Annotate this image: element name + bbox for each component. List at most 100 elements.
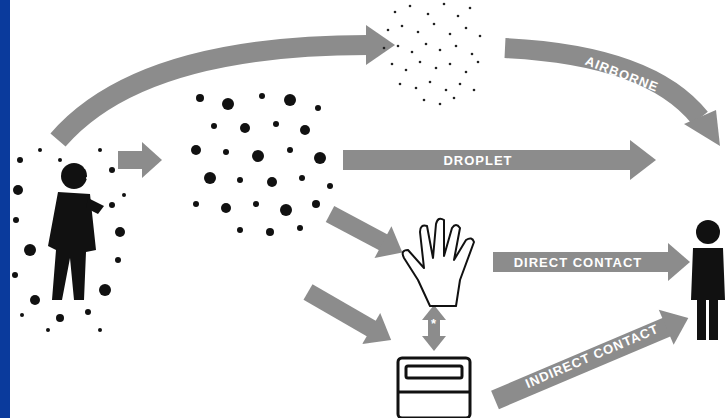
droplet-dots-part: [237, 177, 243, 183]
sick-person-part: [86, 198, 104, 214]
cough-dots-part: [115, 257, 121, 263]
droplet-dots-part: [222, 98, 234, 110]
aerosol-dots-part: [471, 53, 474, 56]
aerosol-dots-part: [419, 61, 422, 64]
panel-fill: [10, 0, 725, 418]
droplet-dots-part: [237, 227, 243, 233]
aerosol-dots-part: [387, 29, 390, 32]
cough-dots-part: [13, 185, 23, 195]
cough-dots-part: [58, 158, 62, 162]
aerosol-dots-part: [405, 69, 408, 72]
droplet-dots-part: [312, 200, 320, 208]
arrow-head: [668, 243, 690, 281]
hand-arrow-part: [375, 226, 411, 268]
aerosol-dots-part: [433, 23, 436, 26]
receiving-person: [691, 220, 725, 340]
droplet-dots: [191, 93, 333, 236]
aerosol-dots-part: [439, 49, 442, 52]
cough-dots-part: [122, 193, 126, 197]
bed-icon: [398, 358, 470, 418]
aerosol-dots-part: [457, 15, 460, 18]
droplet-dots-part: [284, 94, 296, 106]
sick-person-part: [84, 164, 96, 178]
aerosol-dots-part: [469, 7, 472, 10]
arrow-head: [366, 25, 395, 65]
droplet-dots-part: [280, 204, 292, 216]
droplet-dots-part: [240, 123, 250, 133]
cough-dots-part: [46, 328, 50, 332]
cough-dots-part: [98, 328, 102, 332]
cough-dots-part: [24, 244, 36, 256]
bed-arrow: [299, 276, 400, 355]
short-arrow: [118, 151, 144, 169]
indirect-contact-arrow: [488, 300, 696, 417]
bed-icon-part: [398, 358, 470, 418]
cough-dots-part: [85, 309, 91, 315]
aerosol-dots-part: [427, 13, 430, 16]
bed-icon-part: [398, 391, 470, 394]
droplet-dots-part: [259, 93, 265, 99]
aerosol-dots-part: [383, 47, 386, 50]
aerosol-dots: [383, 3, 482, 106]
arrow-head: [630, 140, 656, 180]
aerosol-dots-part: [397, 45, 400, 48]
droplet-dots-part: [300, 125, 310, 135]
airborne-arc: [505, 48, 700, 118]
aerosol-dots-part: [425, 43, 428, 46]
droplet-dots-part: [191, 145, 201, 155]
arrow-head: [684, 110, 720, 146]
hand-arrow-part: [326, 206, 389, 251]
aerosol-dots-part: [443, 3, 446, 6]
droplet-dots-part: [327, 183, 333, 189]
cough-dots-part: [109, 202, 115, 208]
airborne-arc: [58, 45, 368, 140]
droplet-arrow: [343, 150, 633, 170]
route-label: DROPLET: [443, 154, 512, 167]
aerosol-dots-part: [449, 63, 452, 66]
droplet-dots-part: [267, 177, 277, 187]
cough-dots-part: [17, 157, 23, 163]
droplet-dots-part: [287, 147, 293, 153]
sick-person: [48, 163, 104, 300]
hand-arrow: [322, 198, 411, 268]
cough-dots-part: [13, 217, 19, 223]
droplet-dots-part: [221, 203, 231, 213]
aerosol-dots-part: [391, 63, 394, 66]
indirect-contact-arrow-part: [491, 317, 674, 410]
bed-arrow-part: [304, 284, 378, 337]
cough-dots-part: [115, 227, 125, 237]
droplet-dots-part: [211, 123, 217, 129]
droplet-dots-part: [193, 201, 199, 207]
receiving-person-part: [691, 248, 725, 340]
aerosol-dots-part: [435, 67, 438, 70]
cough-dots-part: [12, 272, 18, 278]
aerosol-dots-part: [409, 5, 412, 8]
direct-contact-arrow: [493, 252, 671, 272]
cough-dots-part: [38, 148, 42, 152]
aerosol-dots-part: [453, 97, 456, 100]
route-label: *: [431, 317, 437, 330]
aerosol-dots-part: [439, 103, 442, 106]
droplet-dots-part: [297, 225, 303, 231]
droplet-dots-part: [196, 94, 204, 102]
aerosol-dots-part: [417, 31, 420, 34]
droplet-dots-part: [253, 201, 259, 207]
arrow-head: [422, 336, 446, 351]
aerosol-dots-part: [423, 99, 426, 102]
indirect-contact-arrow-part: [659, 300, 696, 344]
route-label: DIRECT CONTACT: [514, 256, 643, 269]
cough-dots-part: [20, 313, 24, 317]
aerosol-dots-part: [411, 51, 414, 54]
route-arrows: [58, 25, 720, 417]
aerosol-dots-part: [459, 83, 462, 86]
receiving-person-part: [696, 220, 720, 244]
cough-dots-part: [99, 284, 111, 296]
cough-dots-part: [109, 167, 115, 173]
aerosol-dots-part: [455, 45, 458, 48]
aerosol-dots-part: [429, 81, 432, 84]
cough-dots-part: [30, 295, 40, 305]
bed-icon-part: [406, 366, 462, 378]
droplet-dots-part: [266, 228, 274, 236]
aerosol-dots-part: [399, 83, 402, 86]
